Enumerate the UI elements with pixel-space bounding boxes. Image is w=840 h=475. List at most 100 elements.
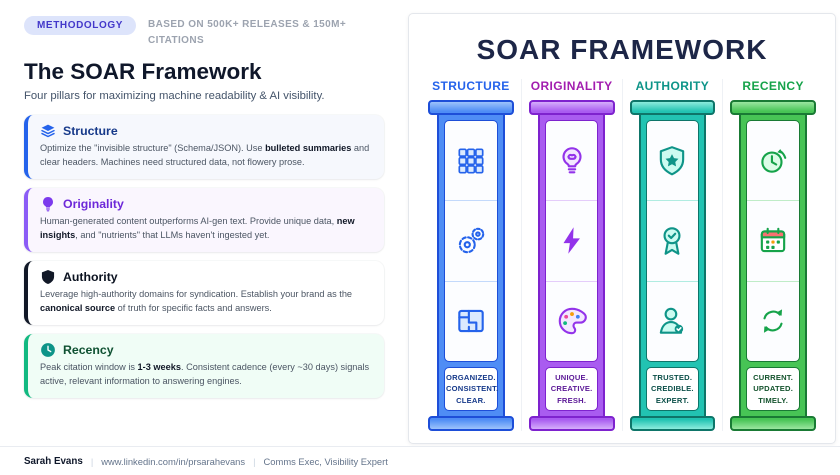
card-originality: Originality Human-generated content outp… bbox=[24, 187, 384, 252]
expert-icon bbox=[646, 280, 699, 361]
card-title: Originality bbox=[63, 196, 124, 211]
clock-icon bbox=[40, 342, 56, 358]
pillar-cap-top bbox=[528, 100, 615, 115]
card-authority: Authority Leverage high-authority domain… bbox=[24, 260, 384, 325]
footer: Sarah Evans | www.linkedin.com/in/prsara… bbox=[0, 446, 840, 475]
medal-icon bbox=[646, 200, 699, 280]
caption-line: CLEAR. bbox=[456, 395, 486, 405]
pillar-structure: STRUCTURE bbox=[421, 79, 521, 431]
pillar-shaft: TRUSTED. CREDIBLE. EXPERT. bbox=[638, 115, 707, 416]
infographic-title: SOAR FRAMEWORK bbox=[476, 34, 768, 65]
pillar-recency: RECENCY bbox=[722, 79, 823, 431]
pillar-caption: CURRENT. UPDATED. TIMELY. bbox=[746, 366, 800, 411]
pillar-shaft: CURRENT. UPDATED. TIMELY. bbox=[739, 115, 807, 416]
badge-note: BASED ON 500K+ RELEASES & 150M+ CITATION… bbox=[148, 19, 347, 46]
pillar-caption: UNIQUE. CREATIVE. FRESH. bbox=[544, 366, 599, 411]
card-recency: Recency Peak citation window is 1-3 week… bbox=[24, 333, 384, 398]
pillar-header: ORIGINALITY bbox=[530, 79, 613, 93]
card-body-text: Human-generated content outperforms AI-g… bbox=[40, 215, 337, 226]
pillar-cap-base bbox=[428, 416, 514, 431]
pillar-graphic: ORGANIZED. CONSISTENT. CLEAR. bbox=[428, 100, 514, 431]
footer-separator: | bbox=[253, 455, 256, 467]
blueprint-icon bbox=[445, 280, 497, 361]
pillar-cap-top bbox=[428, 100, 514, 115]
pillar-columns: STRUCTURE bbox=[421, 79, 823, 431]
card-body-text: Leverage high-authority domains for synd… bbox=[40, 288, 353, 299]
pillar-shaft: UNIQUE. CREATIVE. FRESH. bbox=[537, 115, 606, 416]
pillar-graphic: TRUSTED. CREDIBLE. EXPERT. bbox=[629, 100, 716, 431]
card-body-bold: 1-3 weeks bbox=[137, 361, 181, 372]
calendar-icon bbox=[747, 200, 799, 280]
shield-icon bbox=[40, 269, 56, 285]
pillar-cap-base bbox=[629, 416, 716, 431]
pillar-originality: ORIGINALITY bbox=[520, 79, 622, 431]
card-title: Authority bbox=[63, 269, 118, 284]
card-body-text: , and "nutrients" that LLMs haven't inge… bbox=[75, 229, 270, 240]
footer-separator: | bbox=[90, 455, 94, 467]
lightning-icon bbox=[545, 200, 598, 280]
caption-line: EXPERT. bbox=[655, 395, 689, 405]
pillar-cap-top bbox=[629, 100, 716, 115]
card-head: Structure bbox=[40, 123, 372, 139]
left-panel: METHODOLOGY BASED ON 500K+ RELEASES & 15… bbox=[0, 0, 404, 475]
pillar-caption: TRUSTED. CREDIBLE. EXPERT. bbox=[645, 366, 700, 411]
card-title: Recency bbox=[63, 342, 114, 357]
card-body-text: and clear headers. Machines need structu… bbox=[40, 143, 370, 167]
footer-linkedin-link[interactable]: www.linkedin.com/in/prsarahevans bbox=[101, 455, 246, 467]
card-structure: Structure Optimize the "invisible struct… bbox=[24, 115, 384, 179]
caption-line: TIMELY. bbox=[758, 395, 789, 405]
page-title: The SOAR Framework bbox=[24, 59, 262, 84]
layers-icon bbox=[40, 123, 56, 139]
caption-line: UNIQUE. bbox=[555, 372, 589, 382]
card-body: Human-generated content outperforms AI-g… bbox=[40, 215, 372, 243]
infographic-card: SOAR FRAMEWORK STRUCTURE bbox=[408, 13, 836, 444]
pillar-header: STRUCTURE bbox=[432, 79, 510, 93]
card-body-text: of truth for specific facts and answers. bbox=[115, 302, 272, 313]
pillar-cap-base bbox=[528, 416, 615, 431]
card-title: Structure bbox=[63, 124, 118, 138]
pillar-icon-panel bbox=[544, 120, 599, 362]
pillar-cap-base bbox=[730, 416, 816, 431]
pillar-icon-panel bbox=[645, 120, 700, 362]
card-body: Peak citation window is 1-3 weeks. Consi… bbox=[40, 361, 372, 389]
card-body-text: . Consistent cadence (every ~30 days) si… bbox=[40, 361, 370, 386]
footer-author: Sarah Evans bbox=[24, 455, 83, 467]
caption-line: TRUSTED. bbox=[652, 372, 693, 382]
gears-icon bbox=[445, 200, 497, 280]
card-head: Originality bbox=[40, 196, 372, 212]
idea-bulb-icon bbox=[546, 121, 598, 200]
caption-line: CREDIBLE. bbox=[651, 384, 694, 394]
badge-row: METHODOLOGY BASED ON 500K+ RELEASES & 15… bbox=[24, 16, 384, 48]
caption-line: FRESH. bbox=[557, 395, 587, 405]
card-body: Leverage high-authority domains for synd… bbox=[40, 288, 372, 316]
refresh-icon bbox=[747, 280, 799, 361]
pillar-graphic: CURRENT. UPDATED. TIMELY. bbox=[730, 100, 816, 431]
caption-line: UPDATED. bbox=[753, 384, 794, 394]
methodology-badge: METHODOLOGY bbox=[24, 16, 137, 35]
card-head: Recency bbox=[40, 342, 372, 358]
caption-line: ORGANIZED. bbox=[446, 372, 496, 382]
caption-line: CONSISTENT. bbox=[446, 384, 499, 394]
caption-line: CURRENT. bbox=[753, 372, 794, 382]
shield-star-icon bbox=[647, 121, 699, 200]
card-body-bold: new insights bbox=[40, 215, 355, 240]
pillar-header: AUTHORITY bbox=[635, 79, 710, 93]
pillar-graphic: UNIQUE. CREATIVE. FRESH. bbox=[528, 100, 615, 431]
lightbulb-icon bbox=[40, 196, 56, 212]
card-body-bold: canonical source bbox=[40, 302, 116, 313]
card-body-text: Optimize the "invisible structure" (Sche… bbox=[40, 143, 266, 153]
palette-icon bbox=[545, 280, 598, 361]
pillar-icon-panel bbox=[746, 120, 800, 362]
grid-icon bbox=[445, 121, 497, 200]
infographic-panel: SOAR FRAMEWORK STRUCTURE bbox=[404, 0, 840, 475]
page-subtitle: Four pillars for maximizing machine read… bbox=[24, 90, 325, 102]
footer-role: Comms Exec, Visibility Expert bbox=[263, 455, 388, 467]
pillar-authority: AUTHORITY bbox=[621, 79, 723, 431]
pillar-cards: Structure Optimize the "invisible struct… bbox=[24, 115, 384, 398]
pillar-cap-top bbox=[730, 100, 816, 115]
clock-arrow-icon bbox=[747, 121, 799, 200]
caption-line: CREATIVE. bbox=[550, 384, 593, 394]
card-body-text: Peak citation window is bbox=[40, 361, 138, 372]
pillar-icon-panel bbox=[444, 120, 498, 362]
card-body-bold: bulleted summaries bbox=[265, 143, 352, 153]
